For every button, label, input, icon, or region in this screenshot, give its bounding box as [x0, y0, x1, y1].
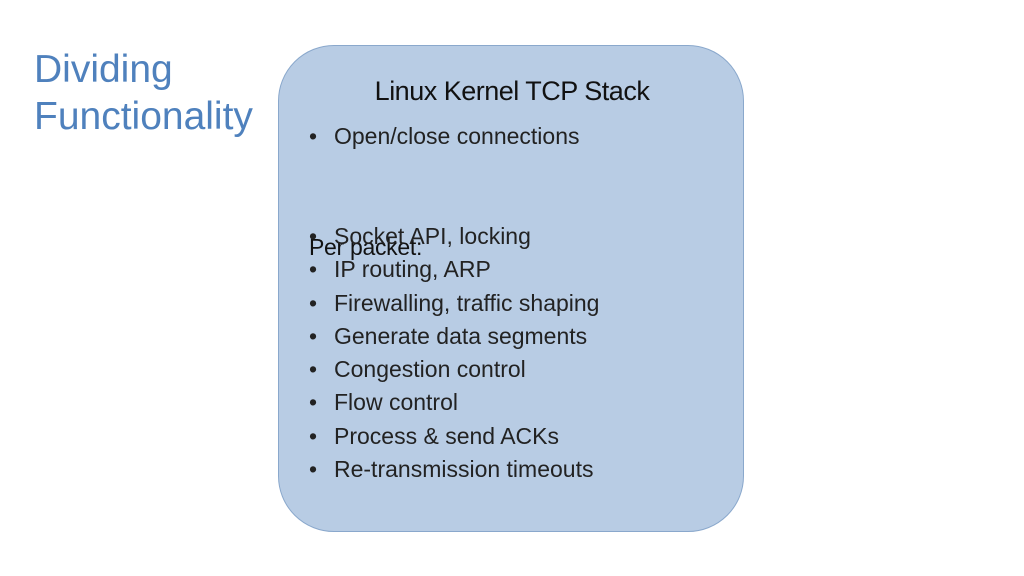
list-item-text: IP routing, ARP [334, 256, 491, 283]
list-item-text: Firewalling, traffic shaping [334, 289, 600, 316]
slide-title: Dividing Functionality [34, 46, 274, 140]
list-item: • IP routing, ARP [309, 253, 599, 286]
list-item-text: Congestion control [334, 356, 526, 383]
per-packet-label: Per packet: [309, 234, 423, 260]
bullet-icon: • [309, 389, 318, 416]
list-item-text: Socket API, locking [334, 223, 531, 249]
list-item-text: Process & send ACKs [334, 422, 559, 449]
list-item: • Open/close connections [309, 120, 580, 153]
list-item-text: Open/close connections [334, 123, 580, 149]
bullet-icon: • [309, 256, 318, 283]
bullet-icon: • [309, 223, 318, 249]
bullet-icon: • [309, 289, 318, 316]
bullet-icon: • [309, 422, 318, 449]
list-item-text: Generate data segments [334, 322, 588, 349]
slide-title-line-2: Functionality [34, 95, 253, 138]
list-item: • Congestion control [309, 353, 599, 386]
list-item: • Socket API, locking [309, 220, 599, 253]
bullet-icon: • [309, 322, 318, 349]
box-heading: Linux Kernel TCP Stack [374, 76, 650, 106]
list-item-text: Flow control [334, 389, 458, 416]
top-bullet-list: • Open/close connections [309, 120, 580, 153]
bullet-icon: • [309, 356, 318, 383]
slide-title-line-1: Dividing [34, 48, 173, 91]
list-item: • Process & send ACKs [309, 420, 599, 453]
per-packet-bullet-list: • Socket API, locking • IP routing, ARP … [309, 220, 599, 486]
list-item: • Generate data segments [309, 320, 599, 353]
list-item: • Re-transmission timeouts [309, 453, 599, 486]
tcp-stack-box: Linux Kernel TCP Stack • Open/close conn… [278, 45, 744, 532]
list-item: • Flow control [309, 386, 599, 419]
bullet-icon: • [309, 123, 318, 149]
bullet-icon: • [309, 456, 318, 483]
list-item: • Firewalling, traffic shaping [309, 287, 599, 320]
list-item-text: Re-transmission timeouts [334, 456, 594, 483]
